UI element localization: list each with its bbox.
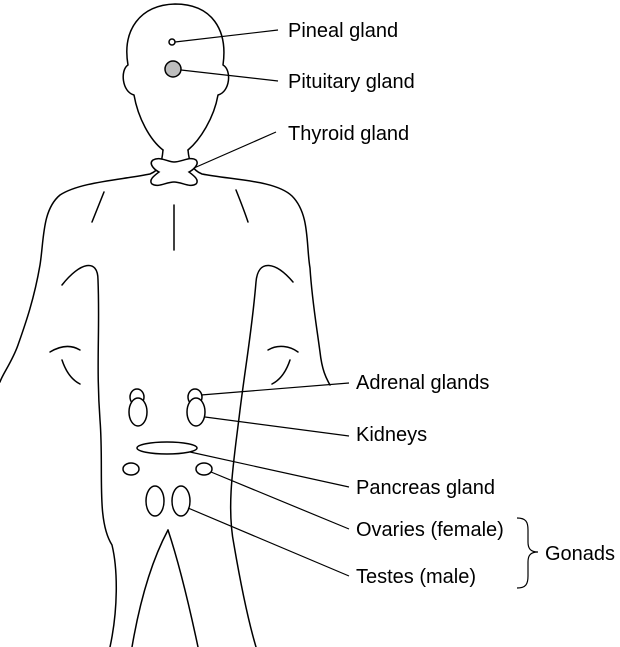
right-arm-crease bbox=[236, 190, 248, 222]
left-arm-crease bbox=[92, 192, 104, 222]
body-left-outline bbox=[0, 150, 163, 382]
testis-right bbox=[172, 486, 190, 516]
leader-pineal bbox=[175, 30, 278, 42]
label-thyroid-gland: Thyroid gland bbox=[288, 123, 409, 145]
label-adrenal-glands: Adrenal glands bbox=[356, 372, 489, 394]
leader-kidneys bbox=[205, 417, 349, 436]
leader-lines bbox=[175, 30, 349, 576]
leg-right-inner bbox=[168, 530, 198, 647]
pineal-gland-marker bbox=[169, 39, 175, 45]
left-forearm bbox=[62, 360, 80, 384]
right-forearm bbox=[272, 360, 290, 384]
label-kidneys: Kidneys bbox=[356, 424, 427, 446]
leader-testes bbox=[188, 508, 349, 576]
leader-adrenal bbox=[201, 383, 349, 395]
right-elbow-mark bbox=[268, 346, 298, 352]
label-pituitary-gland: Pituitary gland bbox=[288, 71, 415, 93]
leg-left-inner bbox=[132, 530, 168, 647]
labels: Pineal gland Pituitary gland Thyroid gla… bbox=[288, 20, 615, 588]
leader-pancreas bbox=[190, 452, 349, 487]
leader-pituitary bbox=[181, 70, 278, 81]
kidney-right bbox=[187, 398, 205, 426]
thyroid-gland-shape bbox=[151, 159, 197, 186]
label-gonads: Gonads bbox=[545, 543, 615, 565]
kidney-left bbox=[129, 398, 147, 426]
leader-thyroid bbox=[194, 132, 276, 168]
body-right-outline bbox=[188, 150, 330, 385]
label-pineal-gland: Pineal gland bbox=[288, 20, 398, 42]
pituitary-gland-marker bbox=[165, 61, 181, 77]
ovary-left bbox=[123, 463, 139, 475]
label-pancreas-gland: Pancreas gland bbox=[356, 477, 495, 499]
organs bbox=[123, 39, 212, 516]
body-right-inner bbox=[231, 265, 293, 647]
body-left-inner bbox=[62, 265, 116, 647]
label-testes: Testes (male) bbox=[356, 566, 476, 588]
label-ovaries: Ovaries (female) bbox=[356, 519, 504, 541]
pancreas-shape bbox=[137, 442, 197, 454]
left-elbow-mark bbox=[50, 346, 80, 352]
gonads-brace bbox=[517, 518, 538, 588]
testis-left bbox=[146, 486, 164, 516]
ovary-right bbox=[196, 463, 212, 475]
body-outline bbox=[0, 4, 330, 647]
